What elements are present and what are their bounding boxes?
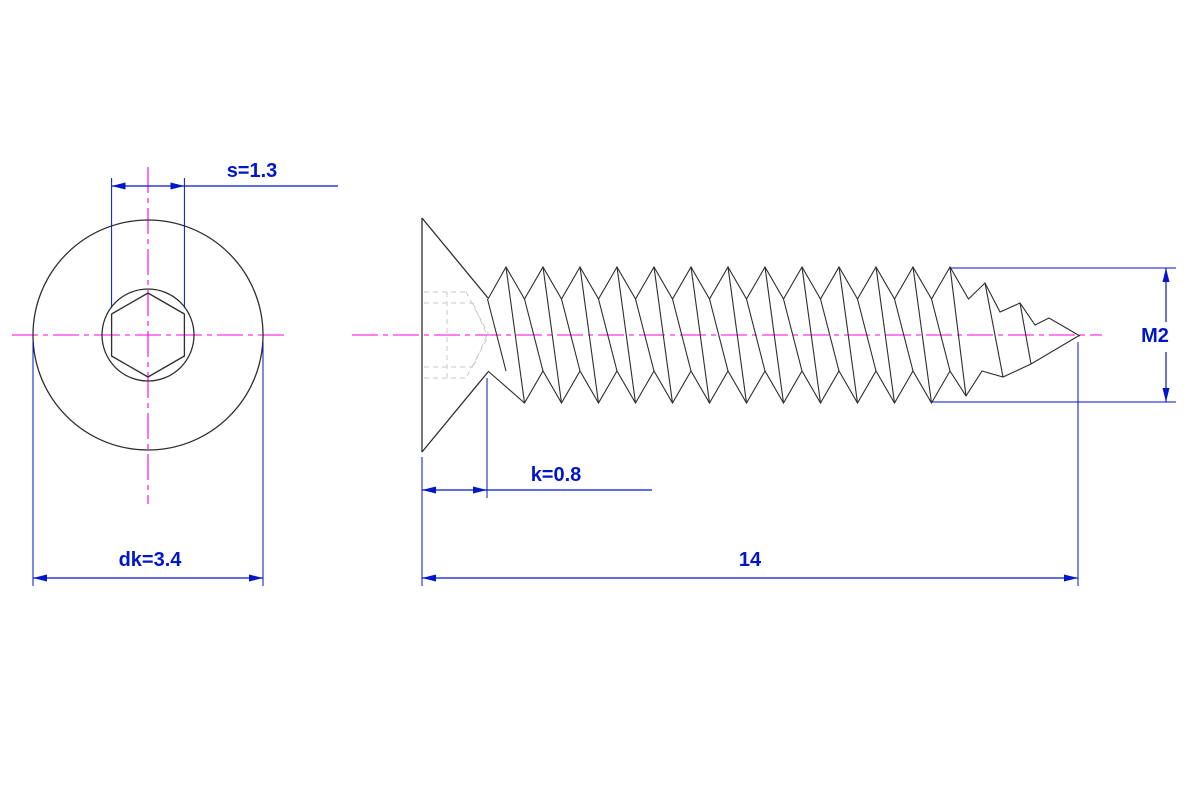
head-height-label: k=0.8 bbox=[531, 464, 582, 486]
socket-circle bbox=[101, 288, 195, 382]
head-outer-circle bbox=[32, 219, 264, 451]
dimension-length: 14 bbox=[422, 342, 1079, 586]
front-view bbox=[12, 167, 286, 504]
dimension-socket-width: s=1.3 bbox=[111, 160, 338, 308]
head-outline bbox=[421, 217, 489, 453]
length-label: 14 bbox=[739, 549, 762, 571]
thread-size-label: M2 bbox=[1141, 325, 1169, 347]
hidden-socket-lines bbox=[424, 291, 490, 379]
dimension-head-height: k=0.8 bbox=[421, 378, 652, 586]
thread-geometry bbox=[486, 265, 1081, 405]
dimension-thread-size: M2 bbox=[932, 267, 1176, 403]
dimension-head-diameter: dk=3.4 bbox=[32, 342, 264, 586]
hex-socket bbox=[110, 292, 186, 378]
socket-width-label: s=1.3 bbox=[227, 160, 278, 182]
dimensions: s=1.3 dk=3.4 k=0.8 14 bbox=[32, 160, 1176, 586]
head-diameter-label: dk=3.4 bbox=[119, 549, 183, 571]
side-view bbox=[352, 217, 1102, 453]
